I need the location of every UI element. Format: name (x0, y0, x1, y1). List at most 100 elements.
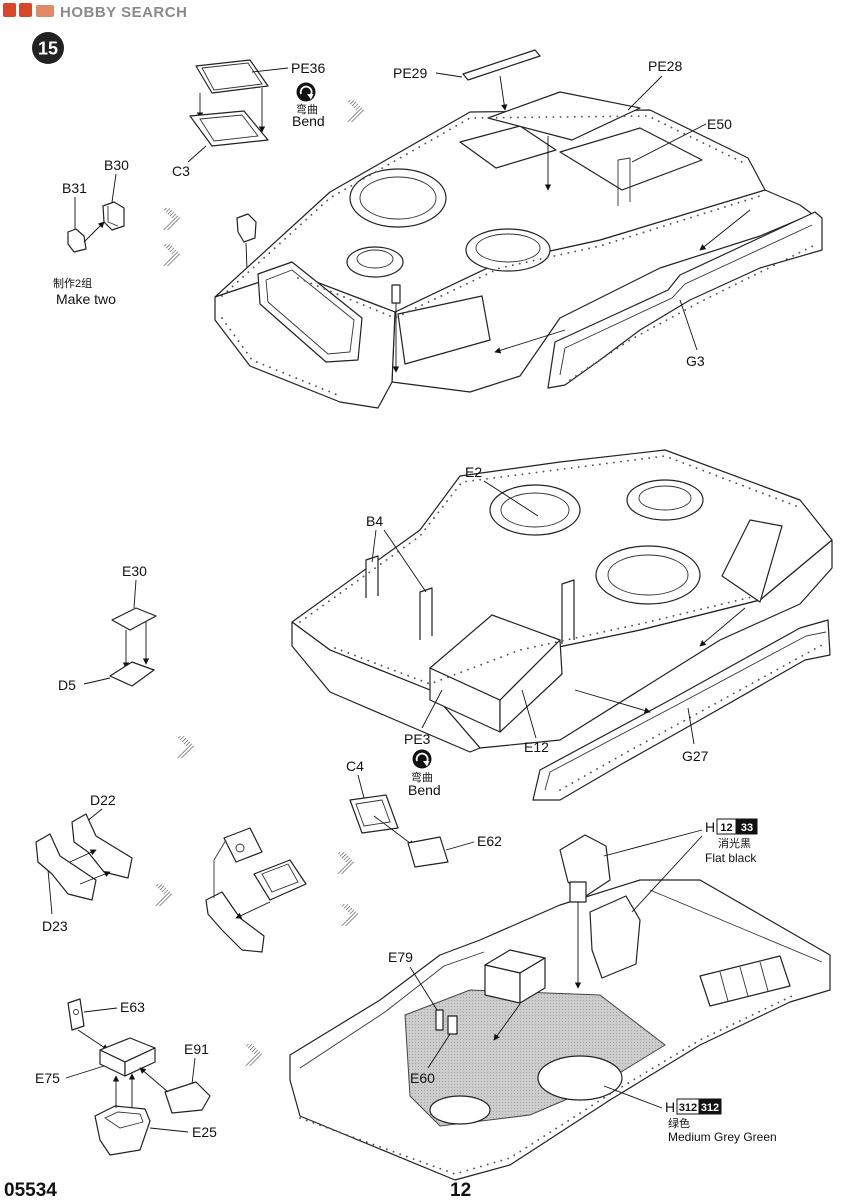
ladder-rung (739, 966, 749, 997)
e60-part (447, 1015, 458, 1035)
assembly-arrow (139, 1067, 169, 1093)
middle-hull-assembly: E2 B4 PE3 弯曲 Bend E12 G27 (291, 449, 833, 801)
ladder-rung (759, 961, 769, 992)
leader-line (631, 835, 703, 913)
label-e12: E12 (524, 739, 549, 755)
g3-skirt-edge (559, 224, 813, 376)
seat-flat-black (589, 895, 641, 979)
paint-code-box-dark (736, 818, 758, 835)
hull-fitting (391, 284, 401, 304)
leader-line (83, 677, 111, 685)
assembly-arrow (494, 329, 566, 354)
assembly-arrow (574, 689, 651, 714)
bracket-part (205, 891, 265, 953)
label-c3: C3 (172, 163, 190, 179)
e25-bucket-rim (104, 1111, 144, 1129)
label-d23: D23 (42, 918, 68, 934)
tray-part-inner (261, 863, 299, 893)
paint-brand: H (665, 1099, 675, 1115)
tray-part (253, 859, 307, 901)
leader-line (521, 689, 537, 739)
e30-d5-subassembly: E30 D5 (58, 563, 157, 693)
watermark-text: HOBBY SEARCH (60, 4, 187, 21)
hatch-large (489, 484, 581, 536)
make-two-note-zh: 制作2组 (53, 276, 92, 290)
paint-name-zh: 消光黑 (718, 836, 751, 850)
cupola-hatch-ring (638, 485, 692, 511)
assembly-arrow (83, 221, 105, 243)
paint-code-2: 33 (741, 822, 753, 834)
paint-callout-medium-grey-green: H 312 312 绿色 Medium Grey Green (603, 1085, 777, 1144)
leader-line (133, 579, 137, 609)
step-badge: 15 (32, 32, 64, 64)
leader-line (445, 841, 475, 851)
pe36-c3-subassembly: PE36 弯曲 Bend C3 (172, 59, 325, 179)
label-c4: C4 (346, 758, 364, 774)
rear-ladder-plate (699, 955, 791, 1007)
label-g3: G3 (686, 353, 705, 369)
label-e60: E60 (410, 1070, 435, 1086)
cupola-hatch-ring (356, 249, 394, 269)
hatch-rear-ring (607, 554, 689, 596)
bend-note-zh: 弯曲 (411, 770, 433, 784)
box-part-detail (235, 843, 245, 853)
assembly-arrow (77, 1029, 109, 1051)
paint-code-1: 12 (720, 822, 732, 834)
leader-line (371, 529, 377, 563)
antenna-rod-top (617, 157, 631, 161)
assembly-arrow (69, 849, 97, 863)
assembly-arrow (699, 209, 751, 251)
seat-bracket-subassembly (205, 827, 307, 953)
cupola-hatch (346, 246, 404, 278)
make-two-note-en: Make two (56, 291, 116, 307)
leader-line (187, 145, 207, 163)
paint-code-box (716, 818, 737, 835)
leader-line (47, 869, 53, 915)
g27-skirt-edge (544, 631, 827, 791)
c4-e62-subassembly: C4 E62 (346, 758, 502, 868)
paint-brand: H (705, 819, 715, 835)
lower-hull-assembly: E79 E60 H 12 33 消光黑 Flat black H 312 312… (289, 818, 831, 1181)
rear-window (721, 519, 783, 603)
e75-box-side (124, 1047, 156, 1077)
front-window-left (257, 261, 363, 363)
front-window-left-inner (265, 269, 355, 355)
upper-hull-assembly: PE29 PE28 E50 G3 (214, 49, 823, 409)
b4-handle (365, 555, 379, 598)
label-pe28: PE28 (648, 58, 682, 74)
e25-bucket (94, 1105, 151, 1156)
leader-line (383, 529, 427, 593)
bend-icon (412, 749, 432, 769)
seat-flat-black (559, 834, 611, 897)
watermark-logo-mark (3, 3, 16, 17)
pe28-engine-grille (487, 91, 641, 141)
assembly-arrow (493, 1003, 521, 1041)
label-e30: E30 (122, 563, 147, 579)
leader-line (149, 1127, 189, 1133)
b30-bracket-edge (107, 206, 119, 227)
d22-d23-subassembly: D22 D23 (35, 792, 133, 934)
d22-bracket (71, 813, 133, 879)
paint-code-box-dark (698, 1098, 722, 1115)
floor-hatch (537, 1055, 623, 1101)
pe36-frame-inner (201, 62, 263, 91)
leader-line (627, 75, 663, 111)
d5-base (109, 661, 155, 687)
e63-e75-e91-e25-subassembly: E63 E75 E91 E25 (35, 998, 217, 1156)
step-number: 15 (38, 39, 58, 59)
hatch-large-ring (359, 176, 437, 220)
hatch-large (349, 168, 447, 228)
paint-callout-flat-black: H 12 33 消光黑 Flat black (603, 818, 758, 913)
pe3-grille (429, 614, 561, 701)
assembly-arrow (79, 871, 111, 885)
front-face (291, 621, 481, 753)
watermark-logo-mark (36, 5, 54, 17)
label-pe3: PE3 (404, 731, 431, 747)
e91-part (164, 1081, 211, 1114)
leader-line (679, 299, 698, 351)
c3-plate-recess (199, 114, 259, 142)
label-b30: B30 (104, 157, 129, 173)
assembly-arrow (499, 75, 508, 111)
c4-frame (349, 794, 399, 834)
